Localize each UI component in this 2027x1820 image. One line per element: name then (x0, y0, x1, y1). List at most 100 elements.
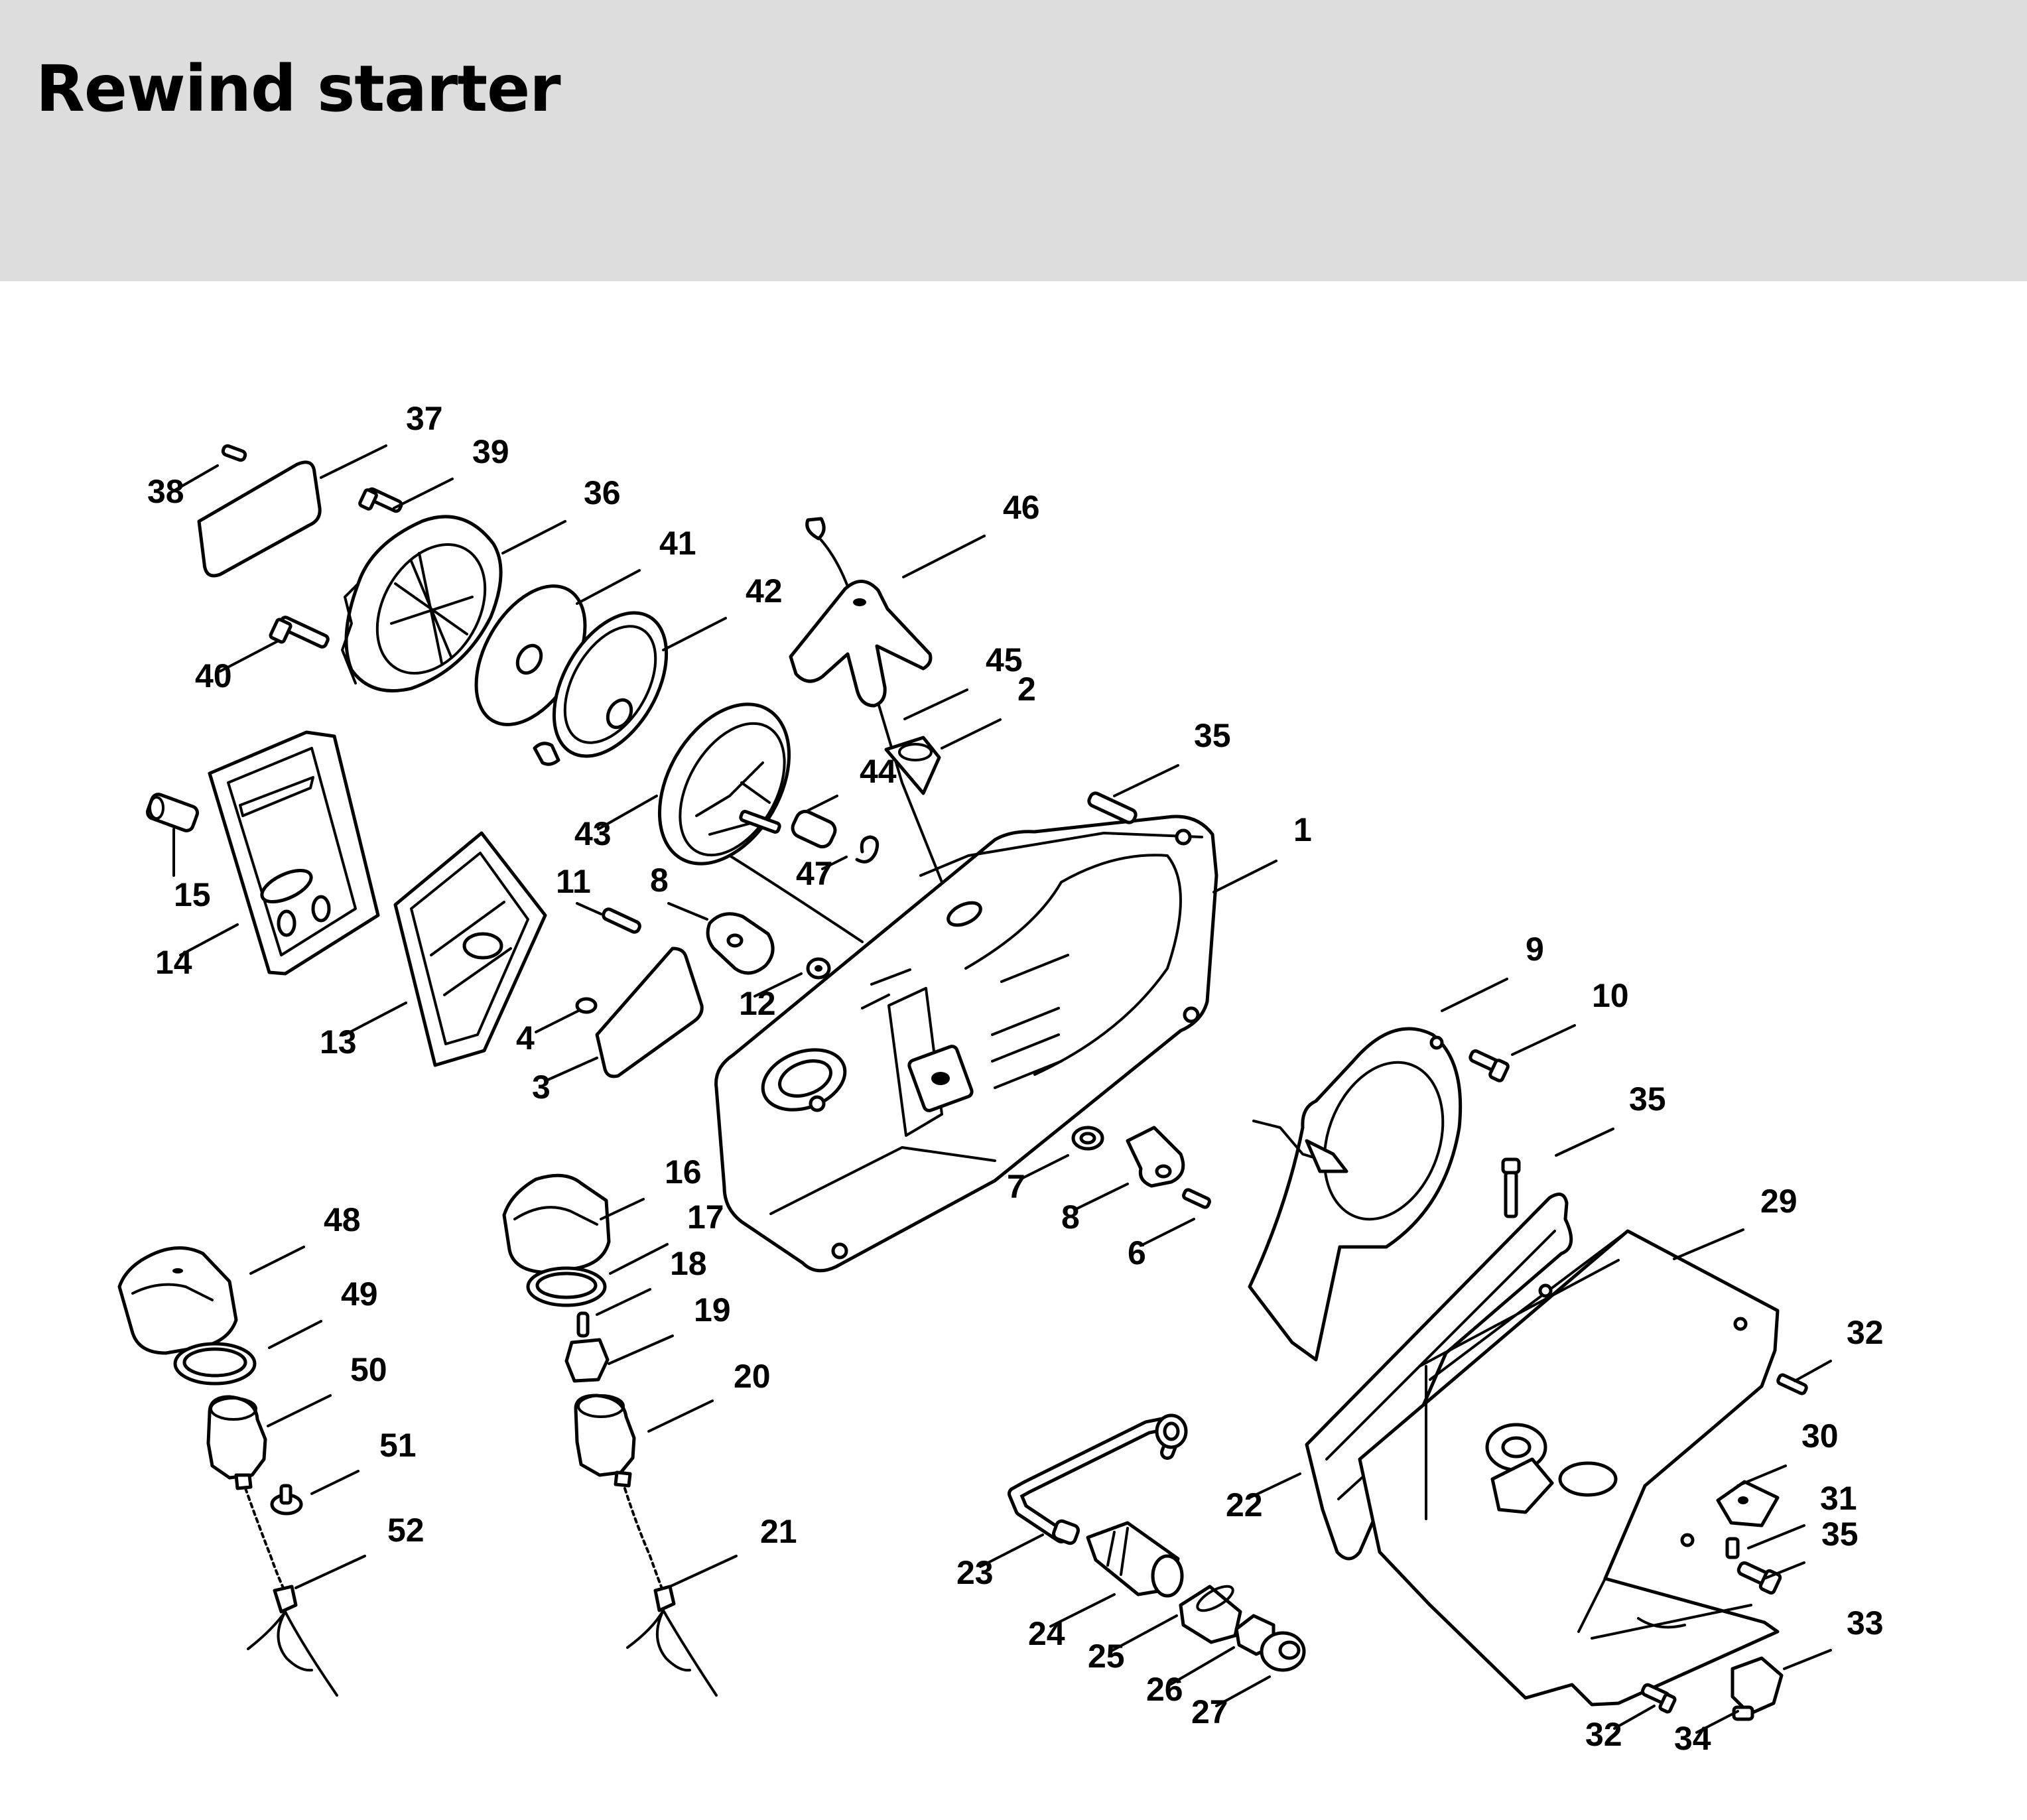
filler-fitting-50 (206, 1395, 267, 1490)
oil-cap-48 (117, 1246, 238, 1355)
screw-35-upper (1087, 791, 1138, 824)
callout-leader-32 (1613, 1705, 1656, 1730)
callout-leader-47 (821, 856, 848, 870)
screw-35-middle (1501, 1157, 1521, 1218)
part-number-32: 32 (1585, 1716, 1622, 1753)
part-number-10: 10 (1592, 977, 1629, 1014)
gasket-3 (595, 946, 704, 1078)
screw-6 (1182, 1188, 1211, 1209)
part-number-49: 49 (341, 1275, 378, 1313)
connector-19 (564, 1338, 610, 1383)
fuel-cap-16 (502, 1173, 611, 1274)
part-number-45: 45 (986, 641, 1023, 679)
rope-rotor-43 (657, 702, 864, 943)
part-number-25: 25 (1088, 1638, 1125, 1675)
rope-guide-2 (884, 736, 941, 795)
callout-leader-8 (667, 902, 708, 921)
part-number-38: 38 (147, 473, 184, 510)
callout-leader-25 (1109, 1614, 1178, 1653)
callout-leader-16 (600, 1198, 645, 1220)
callout-leader-6 (1142, 1218, 1195, 1246)
part-number-3: 3 (532, 1069, 551, 1106)
rewind-spring-42 (533, 611, 669, 766)
part-number-37: 37 (406, 400, 443, 437)
callout-leader-38 (172, 464, 219, 492)
screw-35-lower (1736, 1561, 1782, 1595)
screw-39 (358, 487, 403, 513)
bracket-30 (1716, 1480, 1780, 1528)
header-band (0, 0, 2027, 281)
part-number-41: 41 (659, 525, 696, 562)
part-number-40: 40 (195, 657, 232, 694)
callout-leader-36 (501, 520, 566, 554)
baffle-9 (1248, 1027, 1463, 1362)
part-number-52: 52 (387, 1512, 425, 1549)
part-number-2: 2 (1017, 671, 1036, 708)
part-number-21: 21 (760, 1513, 797, 1550)
callout-leader-35 (1763, 1561, 1805, 1580)
part-number-33: 33 (1847, 1604, 1884, 1642)
callout-leader-48 (249, 1246, 305, 1275)
callout-leader-30 (1736, 1464, 1787, 1487)
screw-10 (1469, 1049, 1510, 1082)
part-number-26: 26 (1146, 1671, 1183, 1708)
part-number-43: 43 (574, 815, 612, 852)
part-number-20: 20 (734, 1358, 771, 1395)
part-number-4: 4 (516, 1019, 535, 1057)
part-number-29: 29 (1760, 1183, 1798, 1220)
o-ring-17 (526, 1266, 607, 1307)
callout-leader-23 (979, 1533, 1044, 1568)
screw-32-lower (1640, 1683, 1677, 1714)
part-number-13: 13 (320, 1023, 357, 1061)
oil-line-23 (1008, 1413, 1188, 1545)
part-number-9: 9 (1526, 931, 1544, 968)
part-number-19: 19 (694, 1291, 731, 1329)
part-number-46: 46 (1003, 489, 1040, 526)
part-number-8: 8 (650, 862, 669, 899)
screw-40 (269, 616, 330, 649)
callout-leader-21 (669, 1555, 738, 1588)
part-number-30: 30 (1801, 1417, 1839, 1455)
callout-leader-29 (1673, 1228, 1744, 1260)
callout-leader-51 (310, 1470, 360, 1495)
lever-8-upper (706, 912, 775, 975)
callout-leader-49 (268, 1320, 322, 1349)
callout-leader-35 (1555, 1128, 1614, 1157)
callout-leader-32 (1794, 1360, 1832, 1382)
part-number-31: 31 (1820, 1480, 1857, 1517)
callout-leader-39 (393, 478, 454, 509)
callout-leader-18 (596, 1288, 651, 1316)
nut-33 (1731, 1656, 1784, 1716)
part-number-24: 24 (1028, 1615, 1065, 1652)
callout-leader-50 (267, 1394, 332, 1427)
circlip-47 (855, 835, 880, 864)
retainer-21 (623, 1487, 718, 1697)
callout-leader-33 (1783, 1649, 1832, 1670)
part-number-36: 36 (584, 474, 621, 511)
starter-grip-46 (789, 517, 956, 917)
part-number-1: 1 (1293, 811, 1312, 848)
part-number-15: 15 (174, 876, 211, 913)
part-number-39: 39 (472, 433, 509, 470)
callout-leader-45 (903, 688, 968, 720)
filler-fitting-20 (574, 1394, 636, 1488)
starter-cover-36 (341, 515, 503, 692)
callout-leader-19 (608, 1334, 674, 1365)
part-number-16: 16 (665, 1153, 702, 1191)
part-number-44: 44 (860, 753, 897, 790)
callout-leader-20 (647, 1399, 714, 1433)
sleeve-25 (1179, 1585, 1242, 1644)
pin-18 (576, 1311, 590, 1338)
callout-leader-1 (1212, 860, 1277, 893)
callout-leader-46 (902, 535, 986, 578)
callout-leader-37 (320, 444, 387, 479)
part-number-14: 14 (155, 944, 192, 981)
callout-leader-8 (1076, 1183, 1129, 1210)
part-number-32: 32 (1847, 1314, 1884, 1351)
callout-leader-43 (597, 795, 658, 830)
screw-31 (1725, 1537, 1740, 1559)
grommet-27 (1260, 1631, 1306, 1672)
lever-8-lower (1126, 1126, 1185, 1188)
screw-38 (221, 444, 247, 462)
callout-leader-41 (576, 569, 641, 605)
